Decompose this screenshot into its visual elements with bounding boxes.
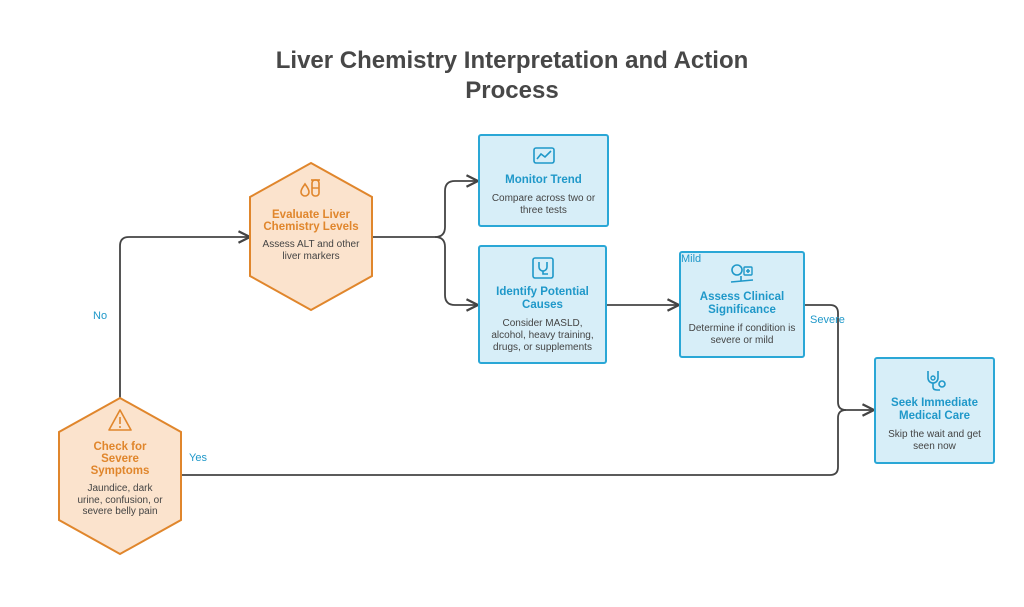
node-monitor-desc: Compare across two or three tests: [491, 193, 596, 216]
node-check-desc: Jaundice, dark urine, confusion, or seve…: [77, 483, 163, 517]
edge-label-yes: Yes: [189, 452, 207, 464]
edge-check-to-evaluate: [119, 237, 250, 398]
edge-evaluate-to-monitor: [372, 181, 478, 238]
edge-label-no: No: [93, 310, 108, 322]
node-evaluate-desc: Assess ALT and other liver markers: [262, 239, 360, 262]
node-check: Check for Severe Symptoms Jaundice, dark…: [76, 408, 164, 518]
node-assess-title: Assess Clinical Significance: [699, 291, 785, 316]
page-title: Liver Chemistry Interpretation and Actio…: [262, 46, 762, 106]
node-identify-desc: Consider MASLD, alcohol, heavy training,…: [491, 318, 594, 353]
node-evaluate: Evaluate Liver Chemistry Levels Assess A…: [262, 176, 360, 262]
medical-care-icon: [926, 371, 946, 391]
edge-label-severe: Severe: [810, 314, 845, 326]
node-assess-desc: Determine if condition is severe or mild: [688, 323, 796, 346]
node-identify-title: Identify Potential Causes: [496, 286, 589, 311]
title-line-2: Process: [465, 77, 559, 104]
node-monitor-title: Monitor Trend: [505, 174, 582, 186]
node-seek-desc: Skip the wait and get seen now: [888, 429, 981, 452]
node-check-title: Check for Severe Symptoms: [90, 441, 150, 477]
hexagon-evaluate: [249, 161, 373, 312]
node-seek: Seek Immediate Medical Care Skip the wai…: [874, 357, 995, 464]
flask-drop-icon: [300, 179, 320, 197]
node-seek-title: Seek Immediate Medical Care: [891, 397, 978, 422]
warning-icon: [108, 409, 132, 431]
trend-chart-icon: [532, 147, 555, 164]
node-assess: Assess Clinical Significance Determine i…: [679, 251, 805, 358]
stethoscope-icon: [531, 257, 554, 279]
edge-evaluate-to-identify: [434, 236, 478, 305]
node-identify: Identify Potential Causes Consider MASLD…: [478, 245, 607, 364]
hexagon-check: [58, 396, 182, 556]
node-monitor: Monitor Trend Compare across two or thre…: [478, 134, 609, 227]
clinical-scale-icon: [730, 264, 754, 283]
node-evaluate-title: Evaluate Liver Chemistry Levels: [263, 209, 359, 233]
title-line-1: Liver Chemistry Interpretation and Actio…: [275, 47, 749, 74]
edge-check-to-seek: [181, 409, 847, 476]
edge-label-mild: Mild: [681, 253, 702, 265]
